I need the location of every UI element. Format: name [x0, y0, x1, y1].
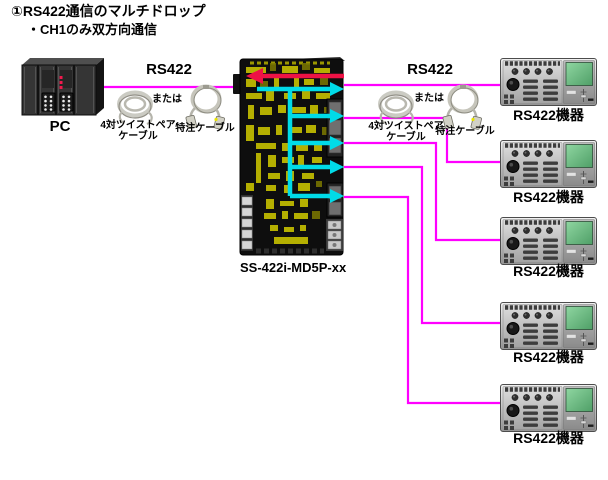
link-line-ch3 [344, 141, 500, 242]
device-label-5: RS422機器 [513, 430, 584, 446]
hub-model-label: SS-422i-MD5P-xx [240, 260, 347, 275]
twisted-pair-label-right-line2: ケーブル [386, 132, 426, 143]
pc-led-lights [59, 76, 63, 89]
custom-cable-icon-right [443, 85, 482, 130]
device-label-1: RS422機器 [513, 107, 584, 123]
rs422-device-1 [501, 59, 597, 106]
protocol-label-left: RS422 [146, 61, 192, 78]
device-label-2: RS422機器 [513, 189, 584, 205]
custom-cable-label-right: 特注ケーブル [435, 126, 495, 137]
device-label-4: RS422機器 [513, 349, 584, 365]
link-line-ch5 [344, 195, 500, 405]
or-label-left: または [152, 94, 182, 105]
custom-cable-label-left: 特注ケーブル [175, 123, 235, 134]
downstream-arrows [257, 82, 344, 203]
device-label-3: RS422機器 [513, 263, 584, 279]
or-label-right: または [414, 93, 444, 104]
protocol-label-right: RS422 [407, 61, 453, 78]
twisted-pair-label-right-line1: 4対ツイストペア [368, 121, 444, 132]
upstream-arrow [246, 68, 344, 84]
rs422-device-3 [501, 218, 597, 265]
twisted-pair-cable-icon-right [380, 93, 413, 125]
twisted-pair-label-left-line1: 4対ツイストペア [100, 120, 176, 131]
diagram-title: ①RS422通信のマルチドロップ [11, 3, 206, 19]
diagram-subtitle: ・CH1のみ双方向通信 [27, 22, 158, 37]
pc-label: PC [49, 118, 71, 135]
rs422-device-5 [501, 385, 597, 432]
pc-icon [21, 58, 104, 116]
rs422-device-2 [501, 141, 597, 188]
link-line-ch4 [344, 165, 500, 325]
rs422-device-4 [501, 303, 597, 350]
hub-left-terminals [241, 195, 253, 251]
twisted-pair-label-left-line2: ケーブル [118, 131, 158, 142]
